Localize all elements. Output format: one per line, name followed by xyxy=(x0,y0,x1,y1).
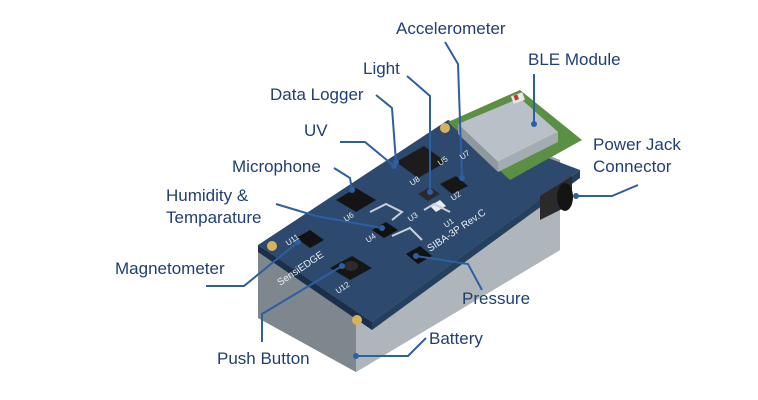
label-humidity-temperature: Humidity & Temparature xyxy=(166,185,261,229)
label-push-button: Push Button xyxy=(217,349,310,368)
board-trace xyxy=(369,202,404,221)
battery-side-front xyxy=(258,252,356,372)
mounting-hole xyxy=(440,123,450,133)
leader-line-humidity xyxy=(275,203,383,229)
leader-dot-magnetometer xyxy=(295,239,301,245)
label-ble-module: BLE Module xyxy=(528,50,621,69)
ble-antenna-chip-red xyxy=(513,94,519,101)
board-trace xyxy=(423,202,451,213)
leader-line-light xyxy=(406,75,431,192)
leader-dot-power-jack xyxy=(573,193,579,199)
pcb-edge xyxy=(258,245,372,330)
leader-line-power-jack xyxy=(576,184,639,197)
leader-dot-battery xyxy=(353,353,359,359)
microphone-chip xyxy=(336,188,376,212)
power-jack-opening xyxy=(557,183,573,211)
label-uv: UV xyxy=(304,121,328,140)
pcb-edge-right xyxy=(372,170,580,330)
leader-line-microphone xyxy=(333,167,353,191)
leader-line-magnetometer xyxy=(206,241,299,287)
label-data-logger: Data Logger xyxy=(270,85,364,104)
leader-line-push-button xyxy=(261,265,343,342)
label-power-jack-connector: Power Jack Connector xyxy=(593,134,681,178)
leader-line-uv xyxy=(340,141,395,167)
label-humidity-line2: Temparature xyxy=(166,208,262,227)
leader-dot-ble xyxy=(531,121,537,127)
label-accelerometer: Accelerometer xyxy=(396,19,506,38)
label-light: Light xyxy=(363,59,400,78)
magnetometer-chip xyxy=(296,230,324,248)
leader-line-pressure xyxy=(415,255,483,291)
leader-dot-microphone xyxy=(349,187,355,193)
leader-dot-pressure xyxy=(413,253,419,259)
label-microphone: Microphone xyxy=(232,157,321,176)
leader-dot-light xyxy=(427,189,433,195)
label-pressure: Pressure xyxy=(462,289,531,308)
battery-side-right xyxy=(356,196,560,372)
data-logger-chip xyxy=(396,146,446,178)
board-trace xyxy=(391,226,423,241)
leader-line-data-logger xyxy=(375,94,397,163)
leader-dot-accelerometer xyxy=(459,175,465,181)
ble-module-shield-side xyxy=(498,132,558,172)
label-power-jack-line2: Connector xyxy=(593,157,672,176)
label-battery: Battery xyxy=(429,329,483,348)
push-button-cap xyxy=(344,261,358,271)
label-magnetometer: Magnetometer xyxy=(115,259,225,278)
label-humidity-line1: Humidity & xyxy=(166,186,249,205)
ble-module-shield-side xyxy=(458,124,498,172)
label-power-jack-line1: Power Jack xyxy=(593,135,681,154)
pressure-chip xyxy=(406,246,432,264)
leader-line-accelerometer xyxy=(444,41,463,179)
leader-line-battery xyxy=(356,337,427,357)
humidity-chip xyxy=(372,222,398,238)
mounting-hole xyxy=(267,241,277,251)
leader-dot-humidity xyxy=(379,225,385,231)
leader-dot-push-button xyxy=(339,263,345,269)
mounting-hole xyxy=(352,315,362,325)
leader-dot-uv xyxy=(391,163,397,169)
